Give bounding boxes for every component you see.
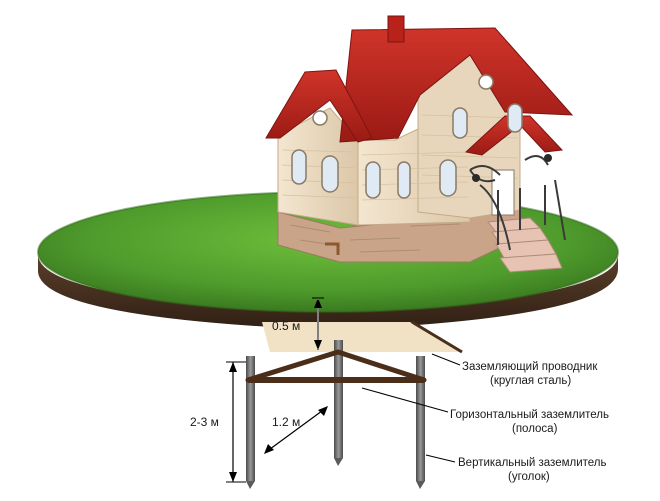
round-window-left bbox=[312, 110, 328, 126]
ground-entry-pipe bbox=[325, 242, 340, 255]
leader-conductor bbox=[431, 353, 461, 366]
leader-vertical bbox=[425, 454, 456, 463]
left-gable-roof bbox=[265, 69, 373, 143]
grounding-conductor-wire bbox=[411, 320, 463, 354]
window bbox=[321, 155, 339, 193]
vertical-label-line1: Вертикальный заземлитель bbox=[458, 457, 607, 469]
chimney bbox=[387, 15, 405, 43]
window bbox=[439, 159, 457, 197]
house bbox=[265, 15, 574, 273]
soil-layer bbox=[38, 255, 618, 330]
window bbox=[452, 107, 468, 139]
conductor-label-line1: Заземляющий проводник bbox=[462, 361, 598, 373]
lamp-icon bbox=[472, 174, 480, 182]
round-window-tower bbox=[478, 74, 494, 90]
depth-total-label: 2-3 м bbox=[190, 415, 219, 429]
window bbox=[397, 161, 411, 199]
vertical-label-line2: (уголок) bbox=[508, 471, 550, 483]
depth-top-marker bbox=[312, 297, 324, 350]
horizontal-label-line1: Горизонтальный заземлитель bbox=[450, 409, 609, 421]
spacing-marker bbox=[264, 406, 328, 454]
lamp-icon bbox=[544, 154, 552, 162]
leader-horizontal bbox=[361, 387, 449, 413]
front-door bbox=[491, 169, 515, 216]
window bbox=[291, 149, 307, 185]
depth-total-marker bbox=[226, 361, 246, 483]
window bbox=[507, 103, 523, 133]
vertical-rod bbox=[246, 356, 255, 481]
porch-stairs bbox=[487, 217, 563, 273]
horizontal-label-line2: (полоса) bbox=[512, 423, 558, 435]
spacing-label: 1.2 м bbox=[272, 415, 300, 429]
porch-railing bbox=[469, 155, 566, 251]
vertical-rod bbox=[334, 340, 343, 458]
grounding-system bbox=[245, 340, 427, 489]
trench bbox=[262, 322, 462, 352]
depth-top-label: 0.5 м bbox=[272, 319, 300, 333]
window bbox=[365, 161, 381, 199]
conductor-label-line2: (круглая сталь) bbox=[490, 375, 571, 387]
vertical-rod bbox=[416, 356, 425, 481]
